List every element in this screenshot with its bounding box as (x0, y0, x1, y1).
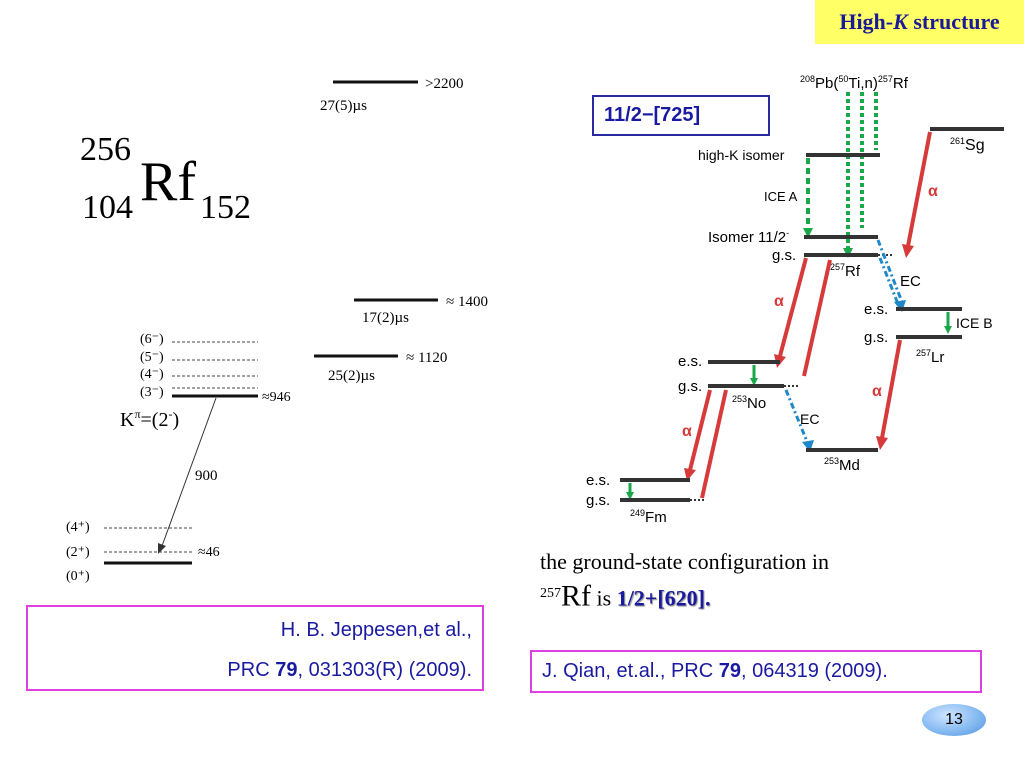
alpha-rf-no-1 (778, 257, 808, 357)
label-rf: 257Rf (830, 262, 861, 280)
gs-label-2: (2⁺) (66, 545, 90, 560)
label-fm-es: e.s. (586, 472, 610, 489)
alpha-no-fm-1 (688, 389, 712, 471)
left-level-scheme: 256 104 Rf 152 >2200 27(5)µs ≈ 1400 17(2… (66, 76, 488, 584)
reaction-label: 208Pb(50Ti,n)257Rf (800, 74, 909, 92)
ref-right-line: J. Qian, et.al., PRC 79, 064319 (2009). (542, 660, 888, 682)
level-1400-energy: ≈ 1400 (446, 294, 488, 310)
right-decay-scheme: 208Pb(50Ti,n)257Rf high-K isomer ICE A I… (586, 74, 1004, 526)
config-line-2: 257Rf is 1/2+[620]. (540, 579, 711, 613)
alpha-label-lr: α (872, 383, 882, 400)
nucleus-symbol: Rf (140, 151, 196, 213)
fm-ice-head (626, 492, 634, 500)
reference-box-right: J. Qian, et.al., PRC 79, 064319 (2009). (530, 650, 982, 693)
transition-900-label: 900 (195, 468, 218, 484)
gs-label-4: (4⁺) (66, 520, 90, 535)
label-no: 253No (732, 394, 766, 412)
nucleus-neutrons: 152 (200, 189, 251, 226)
k-config-box: 11/2−[725] (592, 95, 770, 136)
label-rf-gs: g.s. (772, 247, 796, 264)
reference-box-left: H. B. Jeppesen,et al., PRC 79, 031303(R)… (26, 605, 484, 691)
label-ice-a: ICE A (764, 189, 798, 204)
band-label-5: (5⁻) (140, 350, 164, 365)
level-46-energy: ≈46 (198, 545, 220, 560)
band-label-4: (4⁻) (140, 367, 164, 382)
ec-rf-lr (876, 239, 904, 303)
level-2200-lifetime: 27(5)µs (320, 98, 367, 114)
alpha-lr-md (880, 339, 902, 439)
label-lr-gs: g.s. (864, 329, 888, 346)
slide-title: High-K structure (839, 9, 1000, 34)
gs-label-0: (0⁺) (66, 569, 90, 584)
input-arrows (846, 92, 878, 248)
label-ec-2: EC (800, 411, 819, 427)
ice-b-head (944, 326, 952, 334)
k-config-label: 11/2−[725] (604, 104, 701, 126)
page-number: 13 (945, 711, 963, 728)
label-fm: 249Fm (630, 508, 667, 526)
band-label-6: (6⁻) (140, 332, 164, 347)
k-pi-label: Kπ=(2-) (120, 407, 179, 431)
level-1120-lifetime: 25(2)µs (328, 368, 375, 384)
label-sg: 261Sg (950, 136, 985, 154)
label-ice-b: ICE B (956, 315, 993, 331)
transition-arrowhead (158, 543, 166, 554)
level-2200-energy: >2200 (425, 76, 463, 92)
label-isomer: Isomer 11/2- (708, 228, 789, 246)
nucleus-atomic: 104 (82, 189, 133, 226)
alpha-sg-rf (906, 131, 932, 247)
band-label-3: (3⁻) (140, 385, 164, 400)
label-no-gs: g.s. (678, 378, 702, 395)
level-1400-lifetime: 17(2)µs (362, 310, 409, 326)
config-note: the ground-state configuration in 257Rf … (540, 546, 829, 614)
level-946-energy: ≈946 (262, 390, 291, 405)
config-value: 1/2+[620]. (616, 585, 711, 611)
label-lr: 257Lr (916, 348, 944, 366)
nucleus-mass: 256 (80, 131, 131, 168)
transition-900-arrow (161, 397, 217, 547)
label-lr-es: e.s. (864, 301, 888, 318)
ec-rf-lr-2 (878, 257, 900, 305)
label-fm-gs: g.s. (586, 492, 610, 509)
alpha-lr-md-head (876, 436, 888, 450)
alpha-sg-rf-head (902, 244, 914, 258)
no-ice-head (750, 378, 758, 386)
ref-left-line-1: H. B. Jeppesen,et al., (280, 619, 472, 641)
alpha-no-fm-2 (700, 389, 728, 499)
page-number-badge: 13 (922, 704, 986, 736)
label-high-k: high-K isomer (698, 147, 785, 163)
config-line-1: the ground-state configuration in (540, 549, 829, 574)
slide-title-box: High-K structure (815, 0, 1024, 44)
alpha-rf-no-2 (802, 259, 832, 377)
alpha-label-no: α (682, 423, 692, 440)
level-1120-energy: ≈ 1120 (406, 350, 447, 366)
alpha-label-sg: α (928, 183, 938, 200)
ice-a-arrowhead (803, 228, 813, 238)
label-no-es: e.s. (678, 353, 702, 370)
alpha-label-rf: α (774, 293, 784, 310)
label-ec-1: EC (900, 273, 921, 290)
ec-no-md (784, 389, 810, 445)
alpha-no-fm-1-head (684, 468, 696, 481)
ref-left-line-2: PRC 79, 031303(R) (2009). (227, 659, 472, 681)
label-md: 253Md (824, 456, 860, 474)
